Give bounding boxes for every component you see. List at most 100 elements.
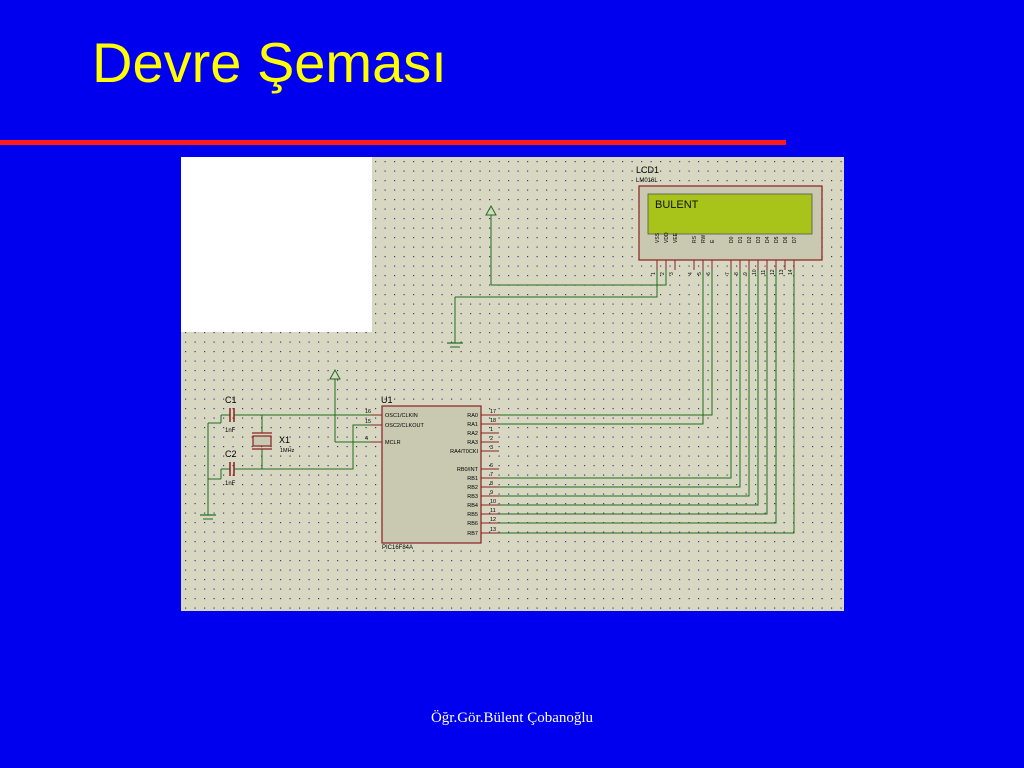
mcu-right-pin-number: 9 bbox=[490, 490, 493, 496]
c2-value: 1nF bbox=[225, 481, 236, 487]
lcd-pins: VSS 1 VDD 2 VEE 3 RS 4 RW 5 E 6 D0 7 D1 8 D2 9 D3 10 D4 11 D5 1… bbox=[651, 232, 798, 275]
lcd-pin-name: VEE bbox=[673, 232, 679, 243]
lcd-pin-number: 12 bbox=[770, 269, 776, 275]
lcd-screen bbox=[647, 193, 813, 235]
lcd-display-text: BULENT bbox=[655, 199, 699, 211]
x1-ref: X1 bbox=[279, 435, 290, 445]
bus-wire bbox=[499, 270, 759, 506]
capacitor-c2: C2 1nF bbox=[220, 449, 238, 487]
mcu-right-pin-name: RB0/INT bbox=[457, 467, 479, 473]
lcd-pin-number: 5 bbox=[697, 272, 703, 275]
lcd-pin-name: VDD bbox=[664, 232, 670, 243]
mcu-right-pin-number: 13 bbox=[490, 527, 496, 533]
mcu-right-pin-name: RA4/T0CKI bbox=[450, 449, 478, 455]
mcu-left-pin-number: 4 bbox=[365, 436, 368, 442]
mcu-part: PIC16F84A bbox=[382, 545, 413, 551]
slide-title: Devre Şeması bbox=[92, 31, 447, 94]
lcd-pin-number: 2 bbox=[660, 272, 666, 275]
mcu-body bbox=[381, 405, 482, 544]
x1-value: 1MHz bbox=[280, 448, 295, 454]
mcu-left-pin-number: 16 bbox=[365, 409, 371, 415]
bus-wire bbox=[499, 270, 741, 488]
lcd-pin-number: 10 bbox=[752, 269, 758, 275]
bus-wire bbox=[499, 270, 704, 425]
c1-ref: C1 bbox=[225, 395, 237, 405]
mcu-right-pin-number: 10 bbox=[490, 499, 496, 505]
mcu-right-pin-name: RB5 bbox=[467, 512, 478, 518]
mcu-right-pin-number: 2 bbox=[490, 436, 493, 442]
microcontroller-u1: U1 PIC16F84A 16OSC1/CLKIN15OSC2/CLKOUT4M… bbox=[365, 395, 499, 551]
mcu-right-pin-number: 11 bbox=[490, 508, 496, 514]
mcu-right-pin-number: 8 bbox=[490, 481, 493, 487]
lcd-pin-name: D1 bbox=[738, 236, 744, 243]
lcd-pin-number: 1 bbox=[651, 272, 657, 275]
mcu-right-pin-number: 1 bbox=[490, 427, 493, 433]
lcd-pin-name: D2 bbox=[747, 236, 753, 243]
lcd-pin-name: D6 bbox=[783, 236, 789, 243]
lcd-pin-name: E bbox=[710, 239, 716, 243]
oscillator-ground-symbol bbox=[200, 423, 216, 520]
lcd-ref: LCD1 bbox=[636, 165, 659, 175]
mcu-right-pin-number: 7 bbox=[490, 472, 493, 478]
blank-panel bbox=[181, 157, 372, 332]
mcu-right-pin-name: RA0 bbox=[467, 413, 478, 419]
lcd-pin-name: D4 bbox=[765, 236, 771, 243]
mcu-right-pin-name: RB1 bbox=[467, 476, 478, 482]
lcd-pin-name: D3 bbox=[756, 236, 762, 243]
circuit-schematic: LCD1 LM016L BULENT VSS 1 VDD 2 VEE 3 RS 4 RW 5 E 6 D… bbox=[181, 157, 844, 611]
lcd-pin-number: 14 bbox=[788, 269, 794, 275]
mcu-right-pin-number: 18 bbox=[490, 418, 496, 424]
lcd-pin-number: 3 bbox=[669, 272, 675, 275]
mcu-right-pin-name: RB2 bbox=[467, 485, 478, 491]
mcu-right-pin-name: RA3 bbox=[467, 440, 478, 446]
lcd-pin-number: 6 bbox=[706, 272, 712, 275]
c1-value: 1nF bbox=[225, 428, 236, 434]
mcu-right-pin-number: 12 bbox=[490, 517, 496, 523]
mcu-right-pin-name: RB7 bbox=[467, 531, 478, 537]
bus-wire bbox=[499, 270, 732, 479]
mclr-power-symbol bbox=[329, 368, 341, 442]
bus-wire bbox=[499, 270, 795, 534]
bus-wire bbox=[499, 270, 768, 515]
mcu-right-pin-name: RB4 bbox=[467, 503, 478, 509]
footer-author: Öğr.Gör.Bülent Çobanoğlu bbox=[430, 710, 594, 726]
mcu-left-pin-name: MCLR bbox=[385, 440, 401, 446]
schematic-wires bbox=[208, 270, 667, 480]
title-rule bbox=[0, 140, 786, 145]
lcd-vdd-power-symbol bbox=[485, 204, 497, 285]
lcd-pin-name: D0 bbox=[729, 236, 735, 243]
bus-wire bbox=[499, 270, 750, 497]
mcu-left-pin-name: OSC1/CLKIN bbox=[385, 413, 418, 419]
lcd-ground-symbol bbox=[447, 297, 463, 348]
lcd-pin-name: RS bbox=[692, 235, 698, 243]
mcu-left-pin-name: OSC2/CLKOUT bbox=[385, 423, 424, 429]
lcd-pin-number: 13 bbox=[779, 269, 785, 275]
mcu-right-pin-name: RA2 bbox=[467, 431, 478, 437]
bus-wire bbox=[499, 270, 713, 416]
lcd-module: LCD1 LM016L BULENT VSS 1 VDD 2 VEE 3 RS 4 RW 5 E 6 D… bbox=[636, 165, 823, 275]
capacitor-c1: C1 1nF bbox=[220, 395, 238, 434]
lcd-pin-number: 8 bbox=[734, 272, 740, 275]
lcd-pin-name: D7 bbox=[792, 236, 798, 243]
mcu-to-lcd-bus bbox=[499, 270, 795, 534]
lcd-part: LM016L bbox=[636, 178, 658, 184]
lcd-pin-number: 9 bbox=[743, 272, 749, 275]
mcu-right-pin-number: 6 bbox=[490, 463, 493, 469]
mcu-right-pin-name: RB6 bbox=[467, 521, 478, 527]
mcu-right-pin-name: RA1 bbox=[467, 422, 478, 428]
mcu-left-pin-number: 15 bbox=[365, 419, 371, 425]
lcd-pin-number: 4 bbox=[688, 272, 694, 275]
lcd-pin-name: RW bbox=[701, 234, 707, 243]
mcu-right-pin-number: 3 bbox=[490, 445, 493, 451]
lcd-pin-name: VSS bbox=[655, 232, 661, 243]
lcd-pin-number: 11 bbox=[761, 270, 767, 275]
lcd-pin-number: 7 bbox=[725, 272, 731, 275]
crystal-x1: X1 1MHz bbox=[252, 427, 295, 455]
mcu-ref: U1 bbox=[381, 395, 393, 405]
lcd-pin-name: D5 bbox=[774, 236, 780, 243]
c2-ref: C2 bbox=[225, 449, 237, 459]
mcu-right-pin-number: 17 bbox=[490, 409, 496, 415]
bus-wire bbox=[499, 270, 777, 524]
